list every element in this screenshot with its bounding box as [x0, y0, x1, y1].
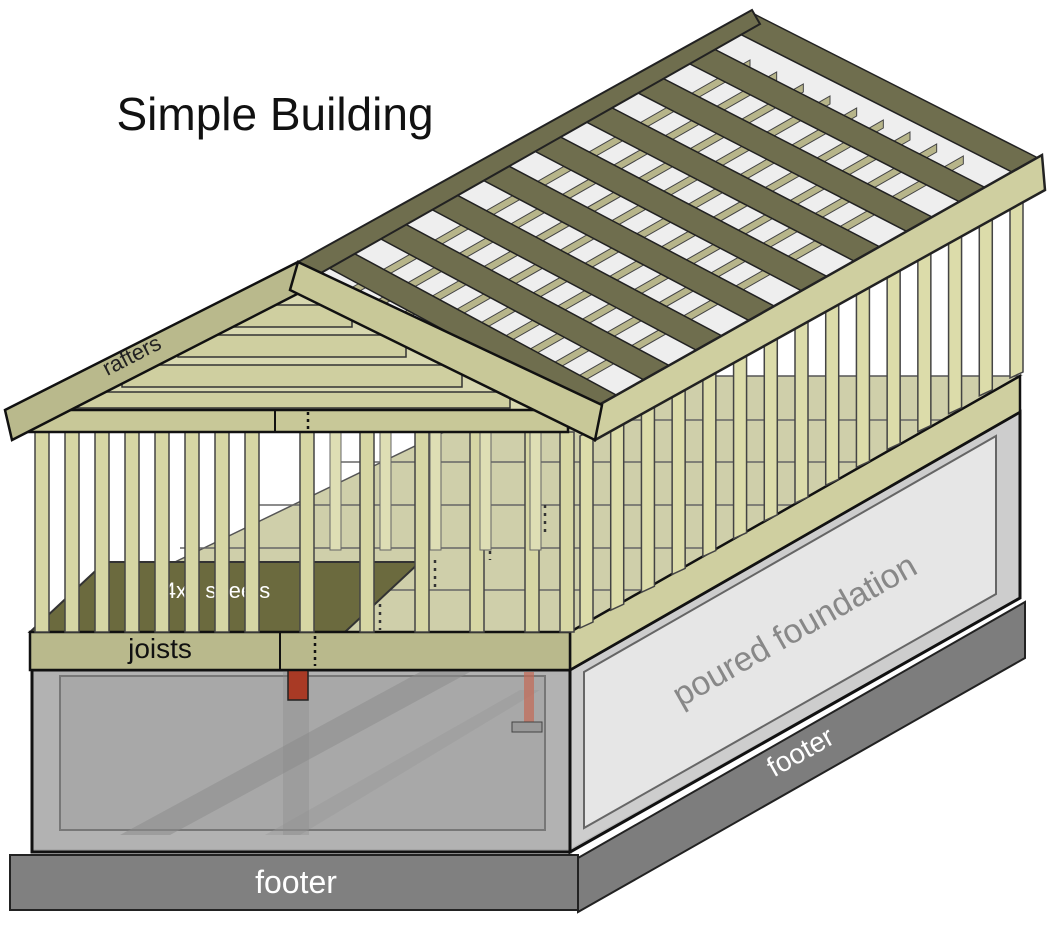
- wall-stud: [732, 337, 748, 540]
- footer-group: [9, 600, 1026, 914]
- joists-label: joists: [127, 633, 192, 664]
- rim-joist-front: [28, 630, 572, 672]
- wall-stud: [579, 428, 594, 630]
- wall-stud: [763, 319, 779, 523]
- wall-stud: [794, 301, 809, 505]
- wall-stud: [184, 431, 200, 633]
- steel-beam-post: [287, 667, 309, 701]
- wall-stud: [64, 431, 80, 633]
- wall-stud: [124, 431, 140, 633]
- wall-stud: [34, 431, 50, 633]
- wall-stud: [214, 431, 230, 633]
- wall-stud: [640, 392, 656, 594]
- interior-beam-shadow: [120, 672, 470, 835]
- page-title: Simple Building: [116, 88, 433, 140]
- roof-group: rafters: [3, 8, 1047, 442]
- wall-stud: [379, 429, 392, 551]
- wall-stud: [559, 431, 575, 633]
- wall-stud: [855, 264, 871, 469]
- wall-stud: [429, 429, 442, 551]
- wall-stud: [702, 355, 717, 558]
- wall-stud: [244, 431, 260, 633]
- wall-stud: [824, 283, 840, 487]
- wall-stud: [94, 431, 110, 633]
- wall-stud: [671, 374, 686, 576]
- wall-stud: [154, 431, 170, 633]
- post-base: [511, 721, 543, 733]
- wall-stud: [414, 431, 430, 633]
- footer-front: [9, 854, 579, 911]
- footer-front-label: footer: [255, 864, 337, 900]
- steel-beam-post-back: [524, 672, 534, 722]
- wall-stud: [329, 429, 342, 551]
- wall-stud: [479, 429, 492, 551]
- front-rafter-right: [288, 260, 604, 442]
- wall-stud: [359, 431, 375, 633]
- wall-stud: [609, 410, 625, 612]
- wall-stud: [299, 431, 315, 633]
- foundation-side-inner: [583, 434, 997, 830]
- gable-boards: [69, 304, 511, 409]
- wall-stud: [529, 429, 542, 551]
- foundation-group: [30, 409, 1022, 855]
- roof-rafters: [316, 13, 1040, 411]
- wall-stud: [886, 246, 901, 451]
- interior-beam: [265, 690, 540, 835]
- top-plate-front: [26, 408, 570, 434]
